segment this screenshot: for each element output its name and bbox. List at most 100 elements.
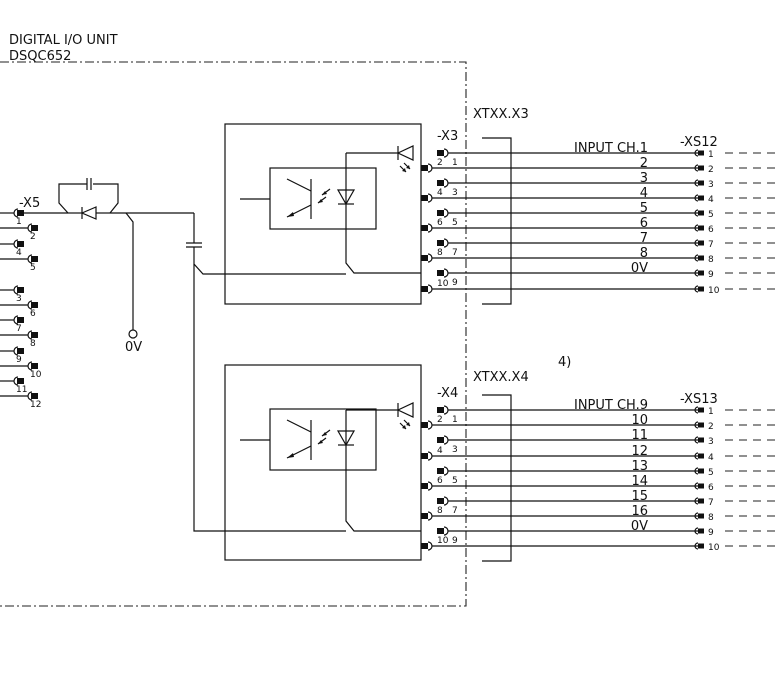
signal-label: 0V <box>631 519 648 534</box>
x5-pin-9[interactable]: 9 <box>0 346 24 365</box>
x5-pin-7[interactable]: 7 <box>0 315 24 334</box>
connector-pin-4[interactable]: 4 <box>421 446 698 461</box>
x5-pin-12[interactable]: 12 <box>0 391 41 410</box>
socket-pin-6[interactable]: 6 <box>694 482 780 493</box>
unit-border <box>0 61 467 607</box>
connector-pin-2[interactable]: 2 <box>421 158 698 173</box>
pin-label: 9 <box>452 278 458 288</box>
pin-label: 7 <box>452 248 458 258</box>
socket-pin-label: 8 <box>708 255 714 265</box>
socket-pin-label: 4 <box>708 195 714 205</box>
connector-pin-1[interactable]: 1 <box>437 148 698 168</box>
signal-label: 13 <box>631 459 648 474</box>
socket-pin-7[interactable]: 7 <box>694 497 780 508</box>
socket-pin-label: 1 <box>708 407 714 417</box>
socket-pin-3[interactable]: 3 <box>694 179 780 190</box>
connector-pin-4[interactable]: 4 <box>421 188 698 203</box>
socket-pin-3[interactable]: 3 <box>694 436 780 447</box>
socket-pin-10[interactable]: 10 <box>694 285 780 296</box>
socket-pin-9[interactable]: 9 <box>694 269 780 280</box>
connector-pin-3[interactable]: 3 <box>437 435 698 455</box>
status-led-icon <box>396 145 414 161</box>
connector-pin-1[interactable]: 1 <box>437 405 698 425</box>
connector-pin-5[interactable]: 5 <box>437 466 698 486</box>
socket-pin-8[interactable]: 8 <box>694 512 780 523</box>
socket-pin-1[interactable]: 1 <box>694 149 780 160</box>
connector-pin-10[interactable]: 10 <box>421 536 698 551</box>
cable-label: XTXX.X4 <box>473 370 529 385</box>
connector-pin-9[interactable]: 9 <box>437 526 698 546</box>
pin-label: 6 <box>437 476 443 486</box>
socket-label: -XS12 <box>680 135 718 150</box>
socket-pin-1[interactable]: 1 <box>694 406 780 417</box>
signal-label: 5 <box>640 201 648 216</box>
connector-pin-2[interactable]: 2 <box>421 415 698 430</box>
pin-label: 3 <box>452 188 458 198</box>
pin-label: 5 <box>452 218 458 228</box>
io-module-box <box>224 123 422 305</box>
ground-terminal-icon <box>128 329 138 339</box>
socket-pin-label: 5 <box>708 210 714 220</box>
signal-label: 3 <box>640 171 648 186</box>
cable-bracket <box>482 137 512 305</box>
socket-pin-label: 6 <box>708 225 714 235</box>
x5-label: -X5 <box>19 196 40 211</box>
socket-pin-8[interactable]: 8 <box>694 254 780 265</box>
pin-label: 7 <box>452 506 458 516</box>
signal-label: INPUT CH.9 <box>574 398 648 413</box>
pin-label: 1 <box>452 158 458 168</box>
capacitor-icon <box>186 242 202 248</box>
pin-label: 4 <box>437 446 443 456</box>
pin-label: 5 <box>452 476 458 486</box>
connector-pin-6[interactable]: 6 <box>421 476 698 491</box>
socket-pin-label: 10 <box>708 543 720 553</box>
socket-pin-label: 1 <box>708 150 714 160</box>
connector-pin-8[interactable]: 8 <box>421 506 698 521</box>
socket-pin-10[interactable]: 10 <box>694 542 780 553</box>
signal-label: 4 <box>640 186 648 201</box>
x5-pin-5[interactable]: 5 <box>0 254 38 273</box>
connector-pin-5[interactable]: 5 <box>437 208 698 228</box>
x5-pin-label: 6 <box>30 309 36 319</box>
socket-pin-5[interactable]: 5 <box>694 467 780 478</box>
connector-pin-7[interactable]: 7 <box>437 238 698 258</box>
unit-model: DSQC652 <box>9 49 71 64</box>
x5-pin-11[interactable]: 11 <box>0 376 27 395</box>
signal-label: INPUT CH.1 <box>574 141 648 156</box>
x5-pin-2[interactable]: 2 <box>0 223 38 242</box>
x5-pin-3[interactable]: 3 <box>0 285 24 304</box>
signal-label: 12 <box>631 444 648 459</box>
socket-pin-label: 8 <box>708 513 714 523</box>
note-label: 4) <box>558 355 571 370</box>
socket-pin-6[interactable]: 6 <box>694 224 780 235</box>
socket-pin-9[interactable]: 9 <box>694 527 780 538</box>
x5-pin-4[interactable]: 4 <box>0 239 24 258</box>
socket-pin-label: 3 <box>708 180 714 190</box>
socket-pin-4[interactable]: 4 <box>694 452 780 463</box>
connector-pin-9[interactable]: 9 <box>437 268 698 288</box>
x5-pin-6[interactable]: 6 <box>0 300 38 319</box>
x5-pin-8[interactable]: 8 <box>0 330 38 349</box>
pin-label: 10 <box>437 536 449 546</box>
connector-pin-6[interactable]: 6 <box>421 218 698 233</box>
connector-pin-7[interactable]: 7 <box>437 496 698 516</box>
x5-pin-10[interactable]: 10 <box>0 361 42 380</box>
socket-pin-label: 7 <box>708 498 714 508</box>
connector-pin-10[interactable]: 10 <box>421 279 698 294</box>
socket-pin-5[interactable]: 5 <box>694 209 780 220</box>
x5-pin-1[interactable]: 1 <box>0 208 24 227</box>
socket-pin-2[interactable]: 2 <box>694 164 780 175</box>
pin-label: 3 <box>452 445 458 455</box>
pin-label: 10 <box>437 279 449 289</box>
connector-pin-3[interactable]: 3 <box>437 178 698 198</box>
socket-pin-7[interactable]: 7 <box>694 239 780 250</box>
pin-label: 1 <box>452 415 458 425</box>
socket-pin-4[interactable]: 4 <box>694 194 780 205</box>
socket-pin-2[interactable]: 2 <box>694 421 780 432</box>
x5-pin-label: 10 <box>30 370 42 380</box>
cable-bracket <box>482 394 512 562</box>
connector-pin-8[interactable]: 8 <box>421 248 698 263</box>
x5-pin-label: 2 <box>30 232 36 242</box>
pin-label: 8 <box>437 506 443 516</box>
